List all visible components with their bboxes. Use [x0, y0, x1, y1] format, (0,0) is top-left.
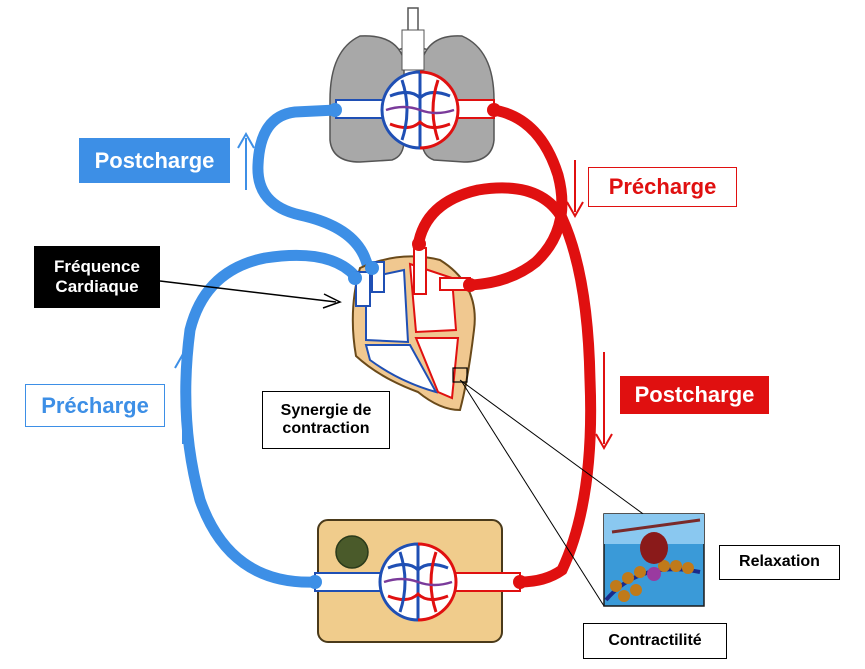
- postcharge-right-label: Postcharge: [620, 376, 769, 414]
- pulmonary-artery: [252, 104, 374, 274]
- arrow-up-blue-top: [237, 131, 255, 190]
- contractilite-label: Contractilité: [583, 623, 727, 659]
- precharge-left-label: Précharge: [25, 384, 165, 427]
- arrow-down-red-top: [566, 160, 584, 219]
- frequence-line2: Cardiaque: [55, 277, 139, 296]
- synergie-line1: Synergie de: [280, 401, 372, 419]
- zoom-lines: [459, 379, 647, 607]
- frequence-pointer-arrow: [159, 280, 342, 309]
- vena-cava: [180, 249, 361, 588]
- aortic-arch: [412, 182, 597, 588]
- tissue-capillary-icon: [314, 519, 521, 643]
- arrow-down-red-right: [595, 352, 613, 451]
- postcharge-left-label: Postcharge: [79, 138, 230, 183]
- synergie-contraction-label: Synergie de contraction: [262, 391, 390, 449]
- frequence-line1: Fréquence: [54, 257, 140, 277]
- myosin-actin-icon: [603, 513, 705, 607]
- frequence-cardiaque-label: Fréquence Cardiaque: [34, 246, 160, 308]
- precharge-right-label: Précharge: [588, 167, 737, 207]
- arrow-up-blue-left: [174, 351, 192, 444]
- synergie-line2: contraction: [282, 420, 370, 437]
- heart-icon: [351, 247, 476, 412]
- relaxation-label: Relaxation: [719, 545, 840, 580]
